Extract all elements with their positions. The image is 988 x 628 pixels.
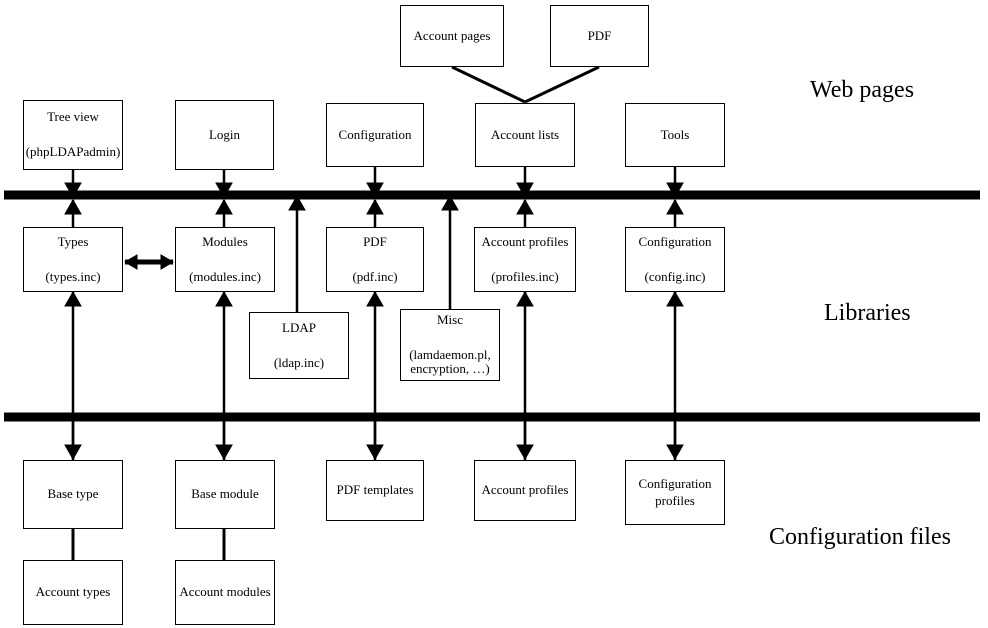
node-label-primary: Tree view: [47, 109, 99, 125]
layer-bar-group: [4, 190, 980, 422]
node-account-profiles-library[interactable]: Account profiles (profiles.inc): [474, 227, 576, 292]
node-label-primary: Base type: [47, 486, 99, 502]
node-label-secondary: (pdf.inc): [352, 268, 398, 284]
node-pdf-templates[interactable]: PDF templates: [326, 460, 424, 521]
node-label-primary: LDAP: [282, 319, 316, 335]
node-base-type[interactable]: Base type: [23, 460, 123, 529]
node-label-primary: Account lists: [490, 126, 560, 142]
node-label-primary: Account modules: [179, 584, 271, 600]
bar-to-pdf-lib: [366, 198, 384, 227]
node-label-primary: Account profiles: [481, 233, 569, 249]
section-label-web-pages: Web pages: [810, 77, 915, 103]
bar-to-types: [64, 198, 82, 227]
connector-group: [64, 65, 684, 560]
account-pages-to-account-lists: [451, 65, 526, 104]
node-label-primary: Login: [208, 126, 241, 142]
pdf-to-account-lists: [524, 65, 600, 104]
bar-to-base-type: [64, 417, 82, 461]
ldap-to-bar: [288, 194, 306, 312]
bar-to-modules: [215, 198, 233, 227]
node-account-lists[interactable]: Account lists: [475, 103, 575, 167]
node-label-primary: Configuration: [338, 126, 412, 142]
node-account-pages[interactable]: Account pages: [400, 5, 504, 67]
node-pdf-library[interactable]: PDF (pdf.inc): [326, 227, 424, 292]
node-account-profiles-file[interactable]: Account profiles: [474, 460, 576, 521]
web-pages-bar: [4, 190, 980, 200]
node-label-secondary: (profiles.inc): [491, 268, 559, 284]
node-configuration-page[interactable]: Configuration: [326, 103, 424, 167]
node-label-primary: Configuration: [638, 233, 712, 249]
node-label-primary: Modules: [202, 233, 248, 249]
misc-to-bar: [441, 194, 459, 309]
node-label-primary: Configuration: [638, 475, 712, 491]
libraries-bar: [4, 412, 980, 422]
bar-to-pdf-templates: [366, 417, 384, 461]
node-label-primary: PDF templates: [336, 482, 414, 498]
node-account-types[interactable]: Account types: [23, 560, 123, 625]
node-label-primary: Account types: [35, 584, 111, 600]
node-label-secondary: (modules.inc): [189, 268, 261, 284]
node-label-secondary: (types.inc): [45, 268, 101, 284]
node-account-modules[interactable]: Account modules: [175, 560, 275, 625]
node-pdf-source[interactable]: PDF: [550, 5, 649, 67]
node-modules[interactable]: Modules (modules.inc): [175, 227, 275, 292]
node-misc[interactable]: Misc (lamdaemon.pl, encryption, …): [400, 309, 500, 381]
node-label-secondary: profiles: [655, 492, 695, 508]
types-modules-bidirectional: [124, 254, 174, 270]
bar-to-account-profiles-file: [516, 417, 534, 461]
node-label-primary: Misc: [437, 311, 463, 327]
node-label-secondary: (phpLDAPadmin): [25, 144, 121, 159]
node-login[interactable]: Login: [175, 100, 274, 170]
node-configuration-library[interactable]: Configuration (config.inc): [625, 227, 725, 292]
node-label-primary: Base module: [191, 486, 259, 502]
node-ldap[interactable]: LDAP (ldap.inc): [249, 312, 349, 379]
node-label-primary: PDF: [363, 233, 387, 249]
node-tree-view[interactable]: Tree view (phpLDAPadmin): [23, 100, 123, 170]
bar-to-account-profiles-lib: [516, 198, 534, 227]
node-tools[interactable]: Tools: [625, 103, 725, 167]
node-label-primary: Tools: [660, 126, 690, 142]
node-types[interactable]: Types (types.inc): [23, 227, 123, 292]
bar-to-configuration-profiles: [666, 417, 684, 461]
node-label-primary: Account pages: [413, 27, 491, 43]
node-label-secondary: (ldap.inc): [273, 354, 325, 370]
node-label-primary: Types: [57, 233, 89, 249]
bar-to-configuration-lib: [666, 198, 684, 227]
node-label-secondary: (lamdaemon.pl, encryption, …): [409, 346, 491, 377]
node-label-primary: Account profiles: [481, 482, 569, 498]
section-label-libraries: Libraries: [824, 300, 911, 326]
node-base-module[interactable]: Base module: [175, 460, 275, 529]
node-label-secondary: (config.inc): [644, 268, 706, 284]
node-configuration-profiles[interactable]: Configuration profiles: [625, 460, 725, 525]
section-label-configuration-files: Configuration files: [769, 524, 951, 550]
bar-to-base-module: [215, 417, 233, 461]
node-label-primary: PDF: [587, 27, 612, 43]
